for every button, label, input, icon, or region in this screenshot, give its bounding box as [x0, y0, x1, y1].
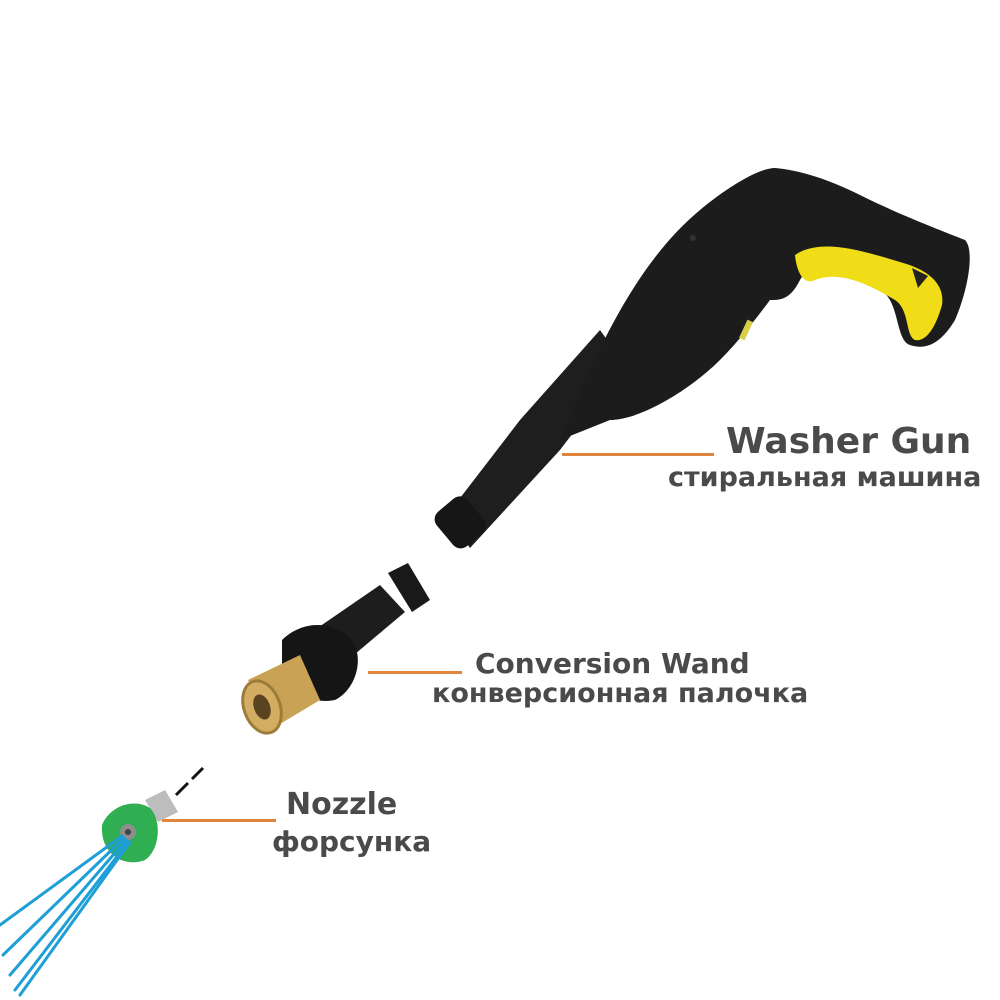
alignment-dashes	[174, 766, 205, 797]
conversion-wand-label-ru: конверсионная палочка	[432, 678, 809, 709]
nozzle-image	[101, 790, 178, 863]
washer-gun-leader-line	[562, 453, 714, 456]
washer-gun-label-ru: стиральная машина	[668, 462, 982, 493]
washer-gun-image	[434, 168, 970, 549]
conversion-wand-leader-line	[368, 671, 462, 674]
conversion-wand-image	[241, 563, 430, 735]
water-spray-lines	[0, 834, 132, 997]
conversion-wand-label-en: Conversion Wand	[475, 647, 750, 680]
nozzle-label-ru: форсунка	[272, 825, 432, 858]
nozzle-leader-line	[162, 819, 276, 822]
washer-gun-label-en: Washer Gun	[726, 421, 972, 462]
nozzle-label-en: Nozzle	[286, 787, 398, 822]
